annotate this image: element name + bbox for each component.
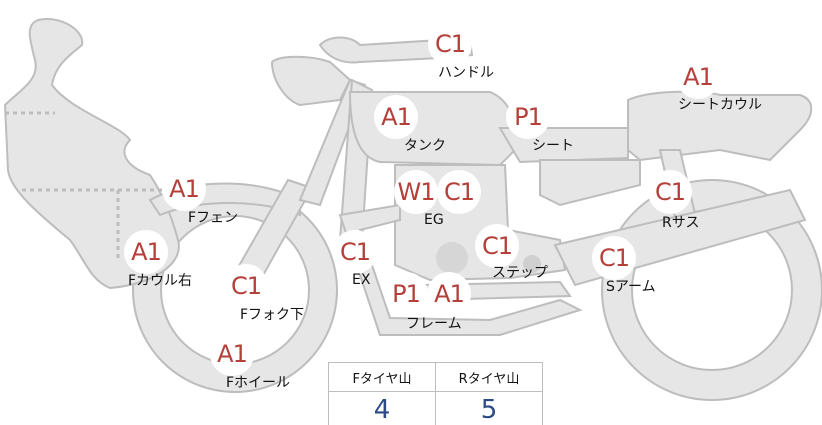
ffork-label: Fフォク下 <box>240 307 305 323</box>
ffender-code-badge: A1 <box>162 167 206 211</box>
fcowl-code-badge: A1 <box>124 230 168 274</box>
front-cowl <box>3 18 180 290</box>
rear-tread-header: Rタイヤ山 <box>435 362 543 392</box>
ffork-code-badge: C1 <box>224 264 268 308</box>
fwheel-code-badge: A1 <box>210 332 254 376</box>
eg-c-code-badge: C1 <box>437 170 481 214</box>
ex-code-badge: C1 <box>333 230 377 274</box>
frame-label: フレーム <box>406 316 462 332</box>
seatcowl-code-badge: A1 <box>676 55 720 99</box>
seat-code-badge: P1 <box>506 95 550 139</box>
ffender-label: Fフェン <box>188 210 239 226</box>
seat-cowl <box>627 90 813 162</box>
exhaust <box>338 203 583 336</box>
front-tread-value: 4 <box>328 391 436 425</box>
rear-tread-value: 5 <box>435 391 543 425</box>
tank-label: タンク <box>404 138 446 154</box>
eg-w-code-badge: W1 <box>394 170 438 214</box>
step-code-badge: C1 <box>475 224 519 268</box>
seat-label: シート <box>532 138 574 154</box>
sarm-code-badge: C1 <box>592 236 636 280</box>
seatcowl-label: シートカウル <box>678 97 762 113</box>
frame-p-code-badge: P1 <box>384 272 428 316</box>
headlight-bracket <box>270 55 352 107</box>
rsus-code-badge: C1 <box>648 170 692 214</box>
front-tread-header: Fタイヤ山 <box>328 362 436 392</box>
tire-tread-table: Fタイヤ山 Rタイヤ山 4 5 <box>328 362 543 425</box>
tank-code-badge: A1 <box>374 95 418 139</box>
rsus-label: Rサス <box>662 215 700 231</box>
frame-a-code-badge: A1 <box>427 272 471 316</box>
handle-label: ハンドル <box>438 65 494 81</box>
eg-label: EG <box>424 212 444 228</box>
ex-label: EX <box>352 272 371 288</box>
step-label: ステップ <box>492 265 548 281</box>
sarm-label: Sアーム <box>606 279 656 295</box>
handle-code-badge: C1 <box>428 22 472 66</box>
fcowl-label: Fカウル右 <box>128 273 193 289</box>
rear-tire-fill <box>603 181 821 399</box>
fwheel-label: Fホイール <box>226 375 291 391</box>
rear-frame <box>539 159 641 207</box>
